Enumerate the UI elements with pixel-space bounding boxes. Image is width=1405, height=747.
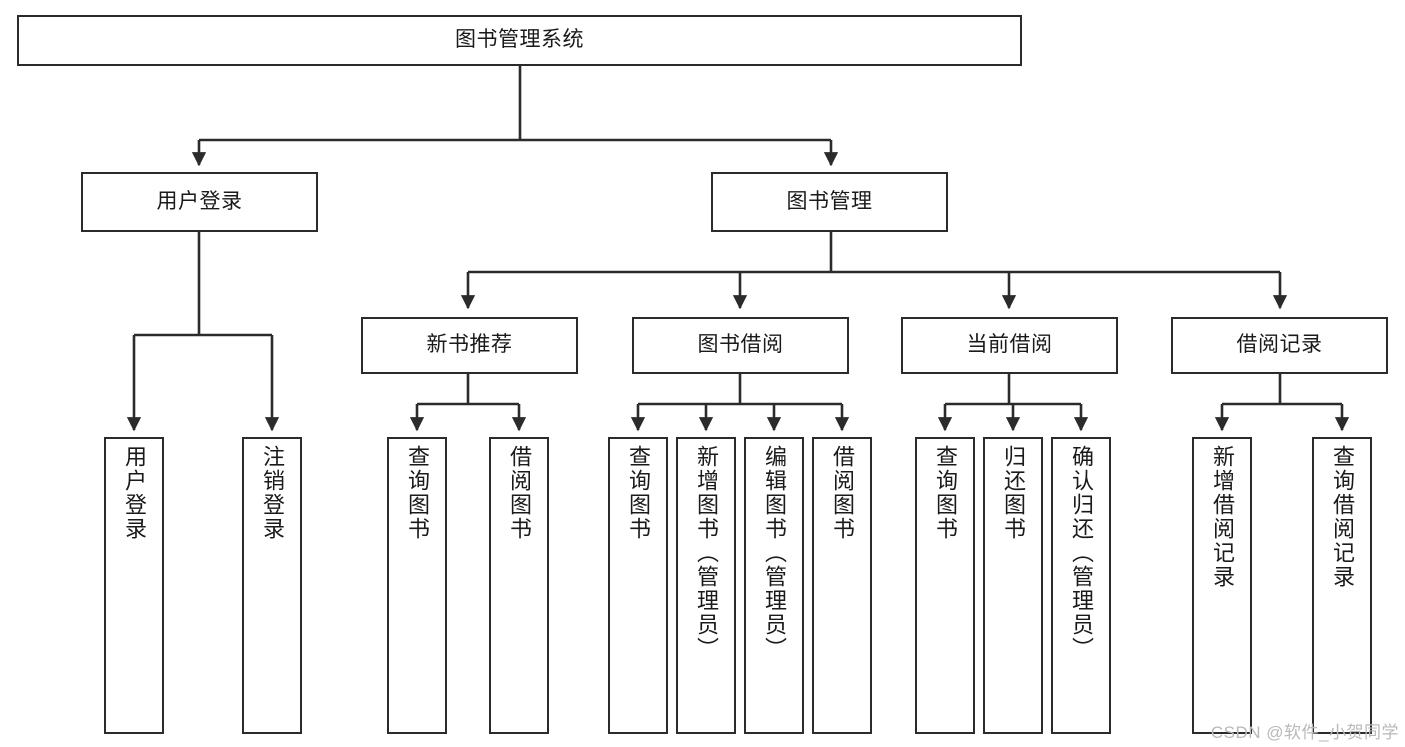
node-leaf-query-book-3-label: 查询图书 bbox=[933, 445, 958, 541]
watermark-text: CSDN @软件_小贺同学 bbox=[1210, 723, 1399, 742]
node-leaf-return-book[interactable]: 归还图书 bbox=[983, 437, 1043, 734]
node-leaf-user-logout[interactable]: 注销登录 bbox=[242, 437, 302, 734]
node-leaf-query-book-2-label: 查询图书 bbox=[626, 445, 651, 541]
node-new-book-rec[interactable]: 新书推荐 bbox=[361, 317, 578, 374]
node-current-borrow-label: 当前借阅 bbox=[966, 333, 1053, 357]
node-leaf-borrow-book-1[interactable]: 借阅图书 bbox=[489, 437, 549, 734]
node-leaf-confirm-return[interactable]: 确认归还（管理员） bbox=[1051, 437, 1111, 734]
node-user-login[interactable]: 用户登录 bbox=[81, 172, 318, 232]
node-leaf-query-book-3[interactable]: 查询图书 bbox=[915, 437, 975, 734]
node-leaf-edit-book[interactable]: 编辑图书（管理员） bbox=[744, 437, 804, 734]
node-leaf-confirm-return-label: 确认归还（管理员） bbox=[1069, 445, 1094, 661]
node-leaf-user-logout-label: 注销登录 bbox=[260, 445, 285, 541]
node-leaf-add-book-label: 新增图书（管理员） bbox=[694, 445, 719, 661]
node-borrow-record-label: 借阅记录 bbox=[1236, 333, 1323, 357]
node-leaf-query-book-1-label: 查询图书 bbox=[405, 445, 430, 541]
node-leaf-borrow-book-1-label: 借阅图书 bbox=[507, 445, 532, 541]
node-leaf-return-book-label: 归还图书 bbox=[1001, 445, 1026, 541]
node-leaf-add-book[interactable]: 新增图书（管理员） bbox=[676, 437, 736, 734]
node-book-manage[interactable]: 图书管理 bbox=[711, 172, 948, 232]
node-book-borrow[interactable]: 图书借阅 bbox=[632, 317, 849, 374]
node-leaf-query-record-label: 查询借阅记录 bbox=[1330, 445, 1355, 589]
node-book-borrow-label: 图书借阅 bbox=[697, 333, 784, 357]
node-leaf-query-book-2[interactable]: 查询图书 bbox=[608, 437, 668, 734]
node-root[interactable]: 图书管理系统 bbox=[17, 15, 1022, 66]
node-current-borrow[interactable]: 当前借阅 bbox=[901, 317, 1118, 374]
node-leaf-query-record[interactable]: 查询借阅记录 bbox=[1312, 437, 1372, 734]
node-leaf-user-login-label: 用户登录 bbox=[122, 445, 147, 541]
node-root-label: 图书管理系统 bbox=[455, 28, 584, 52]
node-leaf-add-record-label: 新增借阅记录 bbox=[1210, 445, 1235, 589]
node-leaf-add-record[interactable]: 新增借阅记录 bbox=[1192, 437, 1252, 734]
node-book-manage-label: 图书管理 bbox=[786, 189, 873, 213]
node-borrow-record[interactable]: 借阅记录 bbox=[1171, 317, 1388, 374]
node-leaf-query-book-1[interactable]: 查询图书 bbox=[387, 437, 447, 734]
node-leaf-borrow-book-2[interactable]: 借阅图书 bbox=[812, 437, 872, 734]
node-leaf-borrow-book-2-label: 借阅图书 bbox=[830, 445, 855, 541]
node-user-login-label: 用户登录 bbox=[156, 189, 243, 213]
node-new-book-rec-label: 新书推荐 bbox=[426, 333, 513, 357]
node-leaf-edit-book-label: 编辑图书（管理员） bbox=[762, 445, 787, 661]
node-leaf-user-login[interactable]: 用户登录 bbox=[104, 437, 164, 734]
